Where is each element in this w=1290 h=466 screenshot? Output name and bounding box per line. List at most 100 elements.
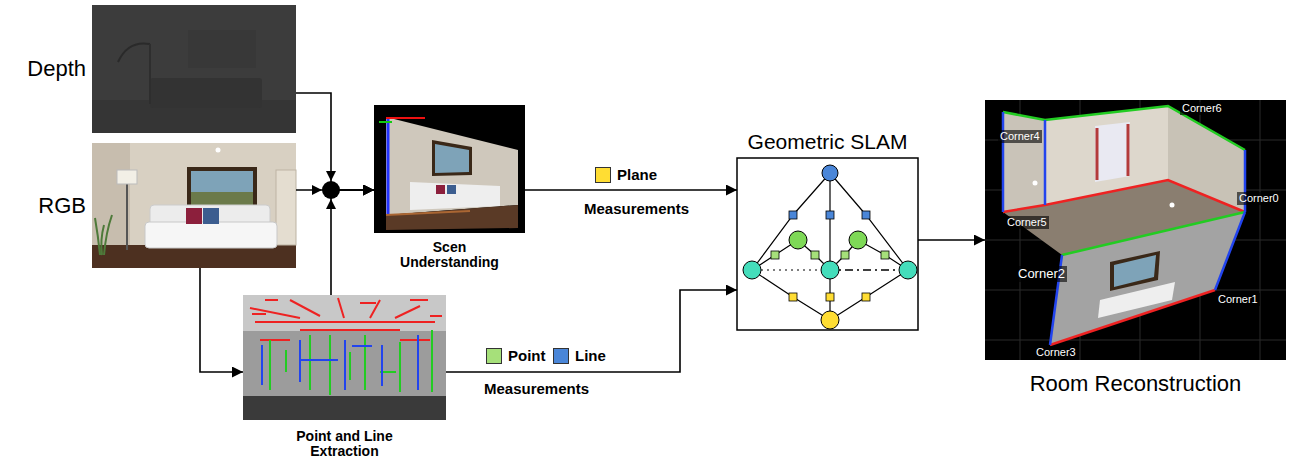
corner-label: Corner1 bbox=[1216, 293, 1260, 306]
rgb-image bbox=[203, 208, 219, 224]
corner-label: Corner3 bbox=[1034, 346, 1078, 359]
factor-graph bbox=[849, 231, 867, 249]
scene-understanding-image bbox=[387, 118, 390, 215]
scene-understanding-image bbox=[432, 140, 472, 176]
junction-symbol bbox=[312, 171, 340, 209]
room-reconstruction-image bbox=[1170, 203, 1175, 208]
factor-graph bbox=[862, 211, 870, 219]
factor-graph bbox=[841, 251, 849, 259]
node-caption: Depth bbox=[27, 57, 86, 81]
depth-image bbox=[92, 5, 296, 133]
scene-understanding-image: Scen Understanding bbox=[374, 105, 525, 233]
rgb-image bbox=[126, 182, 128, 250]
room-reconstruction-image bbox=[1110, 251, 1160, 291]
edge-label: Measurements bbox=[484, 381, 589, 398]
arrow-connector bbox=[296, 93, 374, 190]
scene-understanding-image bbox=[435, 144, 469, 173]
factor-graph bbox=[881, 251, 889, 259]
rgb-image bbox=[191, 192, 253, 205]
room-reconstruction-image bbox=[1003, 180, 1245, 345]
point-line-image bbox=[250, 298, 442, 340]
factor-graph bbox=[862, 293, 870, 301]
legend-item: Line bbox=[553, 348, 606, 365]
rgb-image: RGB bbox=[92, 143, 296, 268]
rgb-image bbox=[187, 167, 257, 209]
scene-understanding-image bbox=[447, 185, 456, 194]
factor-graph bbox=[789, 231, 807, 249]
factor-graph bbox=[839, 269, 899, 271]
factor-graph bbox=[821, 311, 839, 329]
factor-graph bbox=[822, 165, 838, 181]
legend-item: Plane bbox=[595, 167, 657, 184]
rgb-image bbox=[276, 170, 296, 245]
legend-swatch bbox=[486, 348, 502, 364]
room-reconstruction-image bbox=[985, 100, 1286, 360]
edge-label: Measurements bbox=[584, 201, 689, 218]
legend-swatch bbox=[553, 348, 569, 364]
corner-label: Corner4 bbox=[998, 130, 1042, 143]
factor-graph bbox=[899, 261, 917, 279]
node-caption: Scen Understanding bbox=[394, 240, 506, 271]
scene-understanding-image bbox=[386, 117, 425, 119]
factor-graph bbox=[737, 158, 918, 330]
junction-symbol bbox=[326, 171, 336, 181]
room-reconstruction-image bbox=[1050, 212, 1245, 345]
slam-box: Geometric SLAM bbox=[737, 158, 918, 330]
factor-graph bbox=[743, 261, 761, 279]
rgb-image bbox=[145, 222, 277, 248]
factor-graph bbox=[752, 173, 908, 320]
node-caption: Point and Line Extraction bbox=[280, 429, 410, 460]
room-reconstruction-image bbox=[1095, 122, 1130, 182]
point-line-image bbox=[262, 335, 418, 390]
rgb-image bbox=[191, 171, 253, 205]
room-reconstruction-image bbox=[1098, 282, 1175, 318]
arrow-connector bbox=[525, 189, 737, 191]
depth-image bbox=[150, 78, 262, 108]
factor-graph bbox=[761, 269, 821, 270]
room-reconstruction-image bbox=[1033, 181, 1038, 186]
corner-label: Corner6 bbox=[1180, 102, 1224, 115]
rgb-image bbox=[95, 215, 112, 255]
room-reconstruction-image bbox=[1003, 112, 1045, 212]
factor-graph bbox=[821, 261, 839, 279]
scene-understanding-image bbox=[379, 121, 392, 123]
point-line-image: Point and Line Extraction bbox=[243, 295, 446, 420]
factor-graph bbox=[789, 211, 797, 219]
depth-image: Depth bbox=[92, 5, 296, 133]
room-reconstruction-image bbox=[1114, 255, 1156, 287]
room-reconstruction-image bbox=[1097, 124, 1128, 180]
legend-swatch bbox=[595, 167, 611, 183]
rgb-image bbox=[92, 143, 296, 268]
factor-graph bbox=[826, 293, 834, 301]
depth-image bbox=[149, 44, 151, 104]
room-reconstruction-image bbox=[985, 100, 1286, 360]
depth-image bbox=[118, 43, 150, 62]
legend-text: Plane bbox=[617, 167, 657, 184]
scene-understanding-image bbox=[374, 105, 525, 233]
room-reconstruction-image bbox=[985, 100, 1286, 360]
factor-graph bbox=[811, 251, 819, 259]
scene-understanding-image bbox=[374, 105, 525, 233]
legend-text: Point bbox=[508, 348, 546, 365]
node-caption: Geometric SLAM bbox=[748, 130, 908, 153]
legend-item: Point bbox=[486, 348, 546, 365]
point-line-image bbox=[243, 396, 446, 420]
depth-image bbox=[188, 30, 256, 68]
scene-understanding-image bbox=[386, 205, 518, 230]
depth-image bbox=[92, 5, 296, 133]
point-line-image bbox=[270, 330, 432, 395]
arrow-connector bbox=[331, 190, 374, 295]
factor-graph bbox=[826, 211, 834, 219]
rgb-image bbox=[92, 143, 296, 268]
room-reconstruction-image bbox=[1003, 106, 1245, 255]
corner-label: Corner5 bbox=[1005, 216, 1049, 229]
factor-graph bbox=[771, 251, 779, 259]
scene-understanding-image bbox=[386, 117, 518, 215]
rgb-image bbox=[186, 208, 202, 224]
corner-label: Corner2 bbox=[1016, 266, 1067, 282]
factor-graph bbox=[789, 293, 797, 301]
arrow-connector bbox=[918, 239, 985, 241]
